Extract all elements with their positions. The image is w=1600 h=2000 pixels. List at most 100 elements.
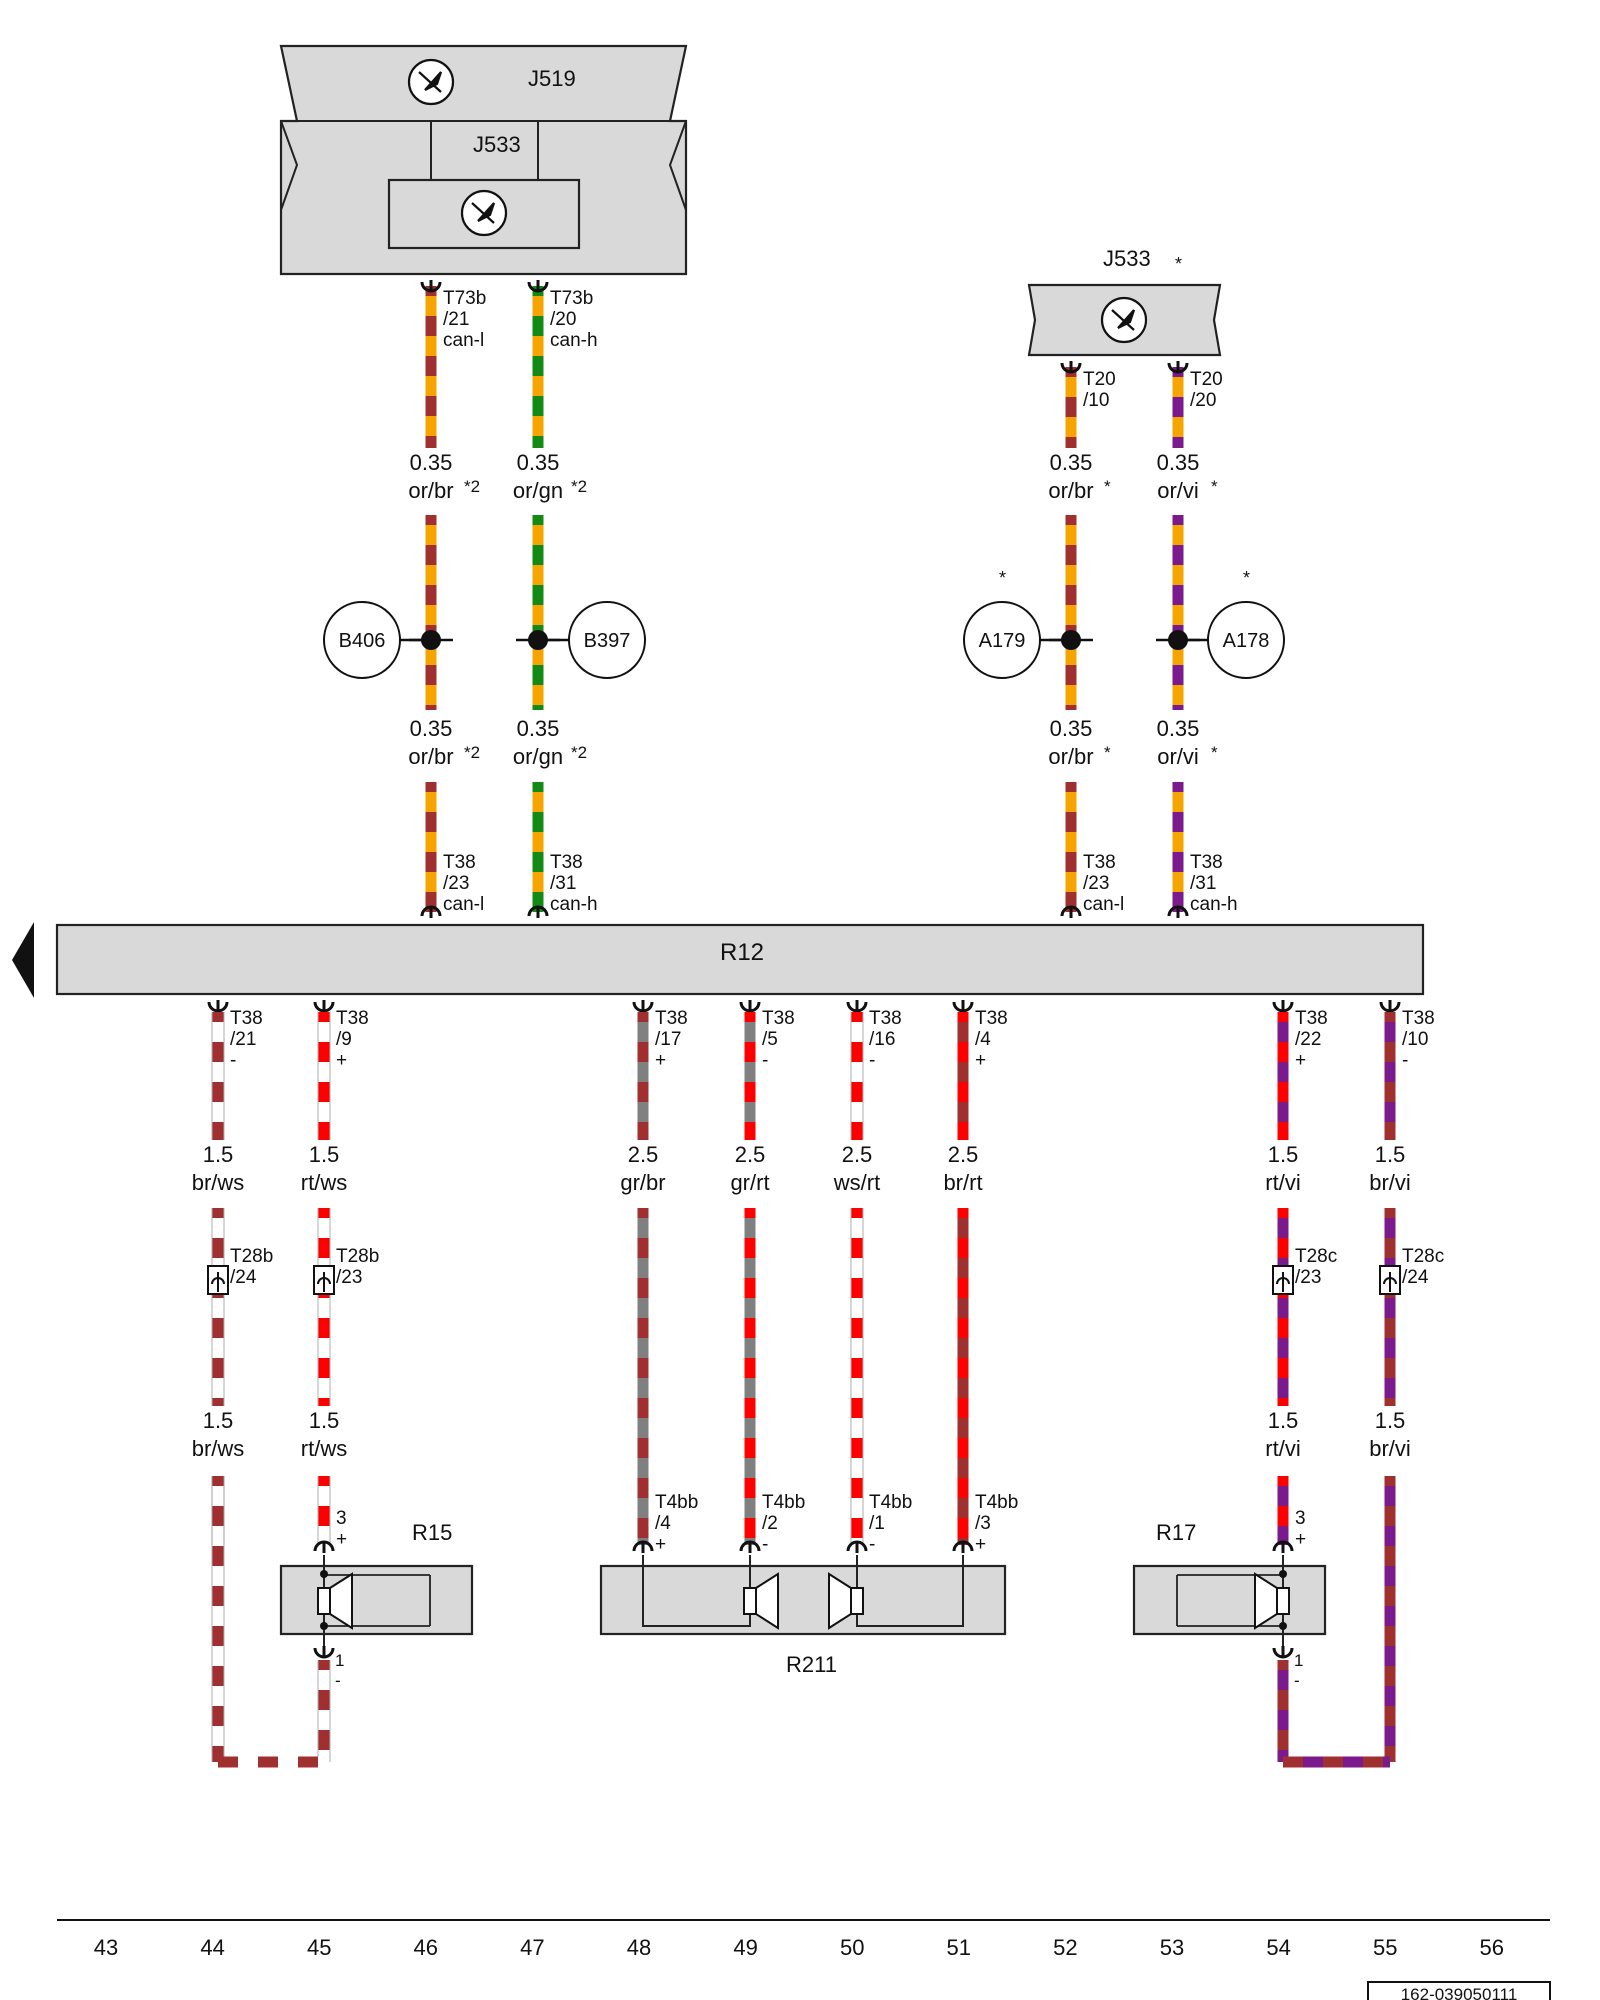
wire-size-label: 1.5: [1375, 1142, 1406, 1167]
wire-size-label: 1.5: [1268, 1142, 1299, 1167]
option-note: *: [1104, 743, 1111, 762]
option-note: *: [1211, 743, 1218, 762]
pin-label: 1: [1294, 1651, 1303, 1670]
grid-number: 53: [1160, 1935, 1184, 1960]
component-label-j533-right: J533: [1103, 246, 1151, 271]
j533-right-housing: J533 *: [1027, 246, 1222, 357]
wire-color-label: or/vi: [1157, 478, 1199, 503]
wire-size-label: 1.5: [309, 1142, 340, 1167]
ground-return-wire: [317, 1660, 331, 1762]
connector-label: +: [336, 1050, 347, 1071]
connector-label: -: [762, 1050, 768, 1071]
wire-size-label: 1.5: [203, 1142, 234, 1167]
connector-label: /23: [1083, 873, 1109, 894]
connector-label: -: [1402, 1050, 1408, 1071]
connector-label: /23: [443, 873, 469, 894]
connector-label: +: [336, 1529, 347, 1550]
component-label-j533: J533: [473, 132, 521, 157]
wire-color-label: rt/vi: [1265, 1170, 1300, 1195]
wire-color-label: or/gn: [513, 478, 563, 503]
wire-size-label: 2.5: [842, 1142, 873, 1167]
r17-speaker: R17: [1132, 1520, 1327, 1655]
connector-label: /24: [1402, 1267, 1429, 1288]
splice-label-a178: A178: [1223, 630, 1270, 652]
connector-label: -: [230, 1050, 236, 1071]
speaker-icon: [743, 1572, 779, 1630]
pin-label: 1: [335, 1651, 344, 1670]
speaker-wire-segment: [211, 1208, 225, 1406]
connector-label: T4bb: [655, 1492, 698, 1513]
connector-label: T4bb: [762, 1492, 805, 1513]
wire-color-label: or/br: [1048, 744, 1093, 769]
inline-connector-pin: [317, 1272, 331, 1292]
wire-size-label: 2.5: [735, 1142, 766, 1167]
inline-connector-pin: [1276, 1272, 1290, 1292]
wire-size-label: 0.35: [1050, 450, 1093, 475]
wire-size-label: 0.35: [517, 450, 560, 475]
connector-label: can-h: [1190, 894, 1238, 915]
wire-layer: T73b/21can-lT38/23can-l0.35or/br*20.35or…: [192, 280, 1444, 1768]
connector-label: T38: [336, 1008, 369, 1029]
connector-label: T28c: [1295, 1246, 1337, 1267]
connector-label: +: [975, 1050, 986, 1071]
wire-color-label: br/ws: [192, 1436, 245, 1461]
grid-number: 46: [414, 1935, 438, 1960]
control-unit-symbol-icon: [407, 58, 455, 106]
r211-speaker: R211: [599, 1555, 1007, 1677]
connector-label: 3: [1295, 1508, 1306, 1529]
splice-label-b406: B406: [339, 630, 386, 652]
connector-label: T38: [1190, 852, 1223, 873]
connector-label: -: [869, 1050, 875, 1071]
splice-label-a179: A179: [979, 630, 1026, 652]
ground-return-wire: [211, 1476, 225, 1762]
option-note: *2: [571, 477, 587, 496]
connector-label: /1: [869, 1513, 885, 1534]
wire-size-label: 2.5: [628, 1142, 659, 1167]
connector-label: T38: [975, 1008, 1008, 1029]
connector-label: /9: [336, 1029, 352, 1050]
wire-size-label: 0.35: [410, 716, 453, 741]
speaker-icon: [828, 1572, 864, 1630]
grid-number: 52: [1053, 1935, 1077, 1960]
connector-label: -: [762, 1534, 768, 1555]
document-id: 162-039050111: [1401, 1985, 1518, 2000]
grid-number: 43: [94, 1935, 118, 1960]
speaker-wire-segment: [317, 1476, 331, 1545]
inline-connector-pin: [1383, 1272, 1397, 1292]
grid-number: 54: [1266, 1935, 1290, 1960]
j519-j533-housing: J519 J533: [279, 44, 688, 276]
wire-color-label: br/ws: [192, 1170, 245, 1195]
connector-label: can-h: [550, 894, 598, 915]
wire-size-label: 0.35: [517, 716, 560, 741]
r12-amplifier: R12: [12, 922, 1425, 998]
component-label-r211: R211: [786, 1652, 837, 1677]
speaker-wire-segment: [850, 1208, 864, 1545]
connector-label: +: [975, 1534, 986, 1555]
connector-label: T38: [550, 852, 583, 873]
grid-number: 44: [200, 1935, 224, 1960]
option-note: *: [999, 568, 1006, 588]
connector-label: T38: [1083, 852, 1116, 873]
component-label-r17: R17: [1156, 1520, 1196, 1545]
connector-label: +: [1295, 1529, 1306, 1550]
speaker-wire-segment: [211, 1012, 225, 1140]
r15-speaker: R15: [279, 1520, 474, 1655]
connector-label: T38: [230, 1008, 263, 1029]
continuation-arrow-icon: [12, 922, 34, 998]
wire-color-label: or/vi: [1157, 744, 1199, 769]
wire-color-label: gr/rt: [730, 1170, 769, 1195]
connector-label: T20: [1190, 369, 1223, 390]
option-note: *2: [571, 743, 587, 762]
connector-label: +: [655, 1534, 666, 1555]
connector-label: /5: [762, 1029, 778, 1050]
grid-number: 50: [840, 1935, 864, 1960]
grid-number: 48: [627, 1935, 651, 1960]
connector-label: T20: [1083, 369, 1116, 390]
wire-color-label: br/vi: [1369, 1436, 1411, 1461]
option-note: *: [1211, 477, 1218, 496]
speaker-icon: [317, 1572, 353, 1630]
wire-size-label: 2.5: [948, 1142, 979, 1167]
connector-label: T38: [1402, 1008, 1435, 1029]
grid-number: 47: [520, 1935, 544, 1960]
